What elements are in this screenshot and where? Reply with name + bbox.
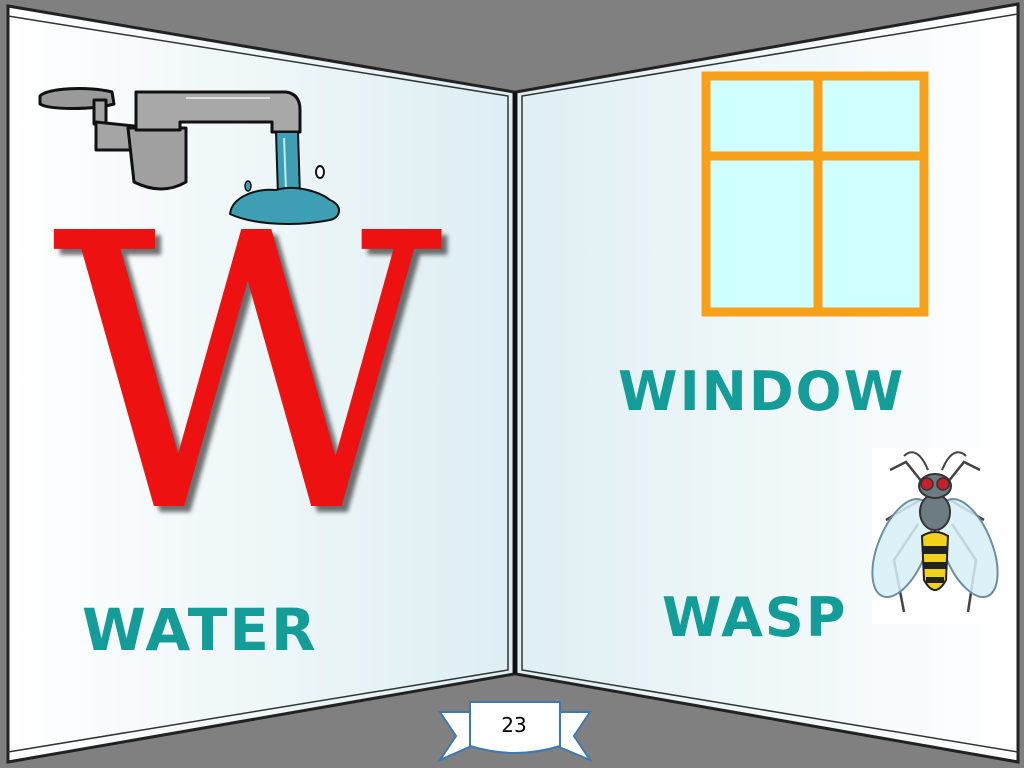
page-number-ribbon bbox=[437, 701, 593, 763]
word-water: WATER bbox=[82, 596, 318, 664]
right-page-inner-edge bbox=[521, 13, 1019, 753]
big-letter-w: W bbox=[52, 153, 443, 596]
word-wasp: WASP bbox=[662, 586, 848, 649]
wasp-icon bbox=[871, 448, 1000, 624]
left-page-inner-edge bbox=[7, 15, 509, 753]
window-icon bbox=[701, 71, 929, 317]
word-window: WINDOW bbox=[618, 360, 906, 423]
faucet-icon bbox=[38, 87, 340, 225]
page-number: 23 bbox=[501, 713, 527, 737]
